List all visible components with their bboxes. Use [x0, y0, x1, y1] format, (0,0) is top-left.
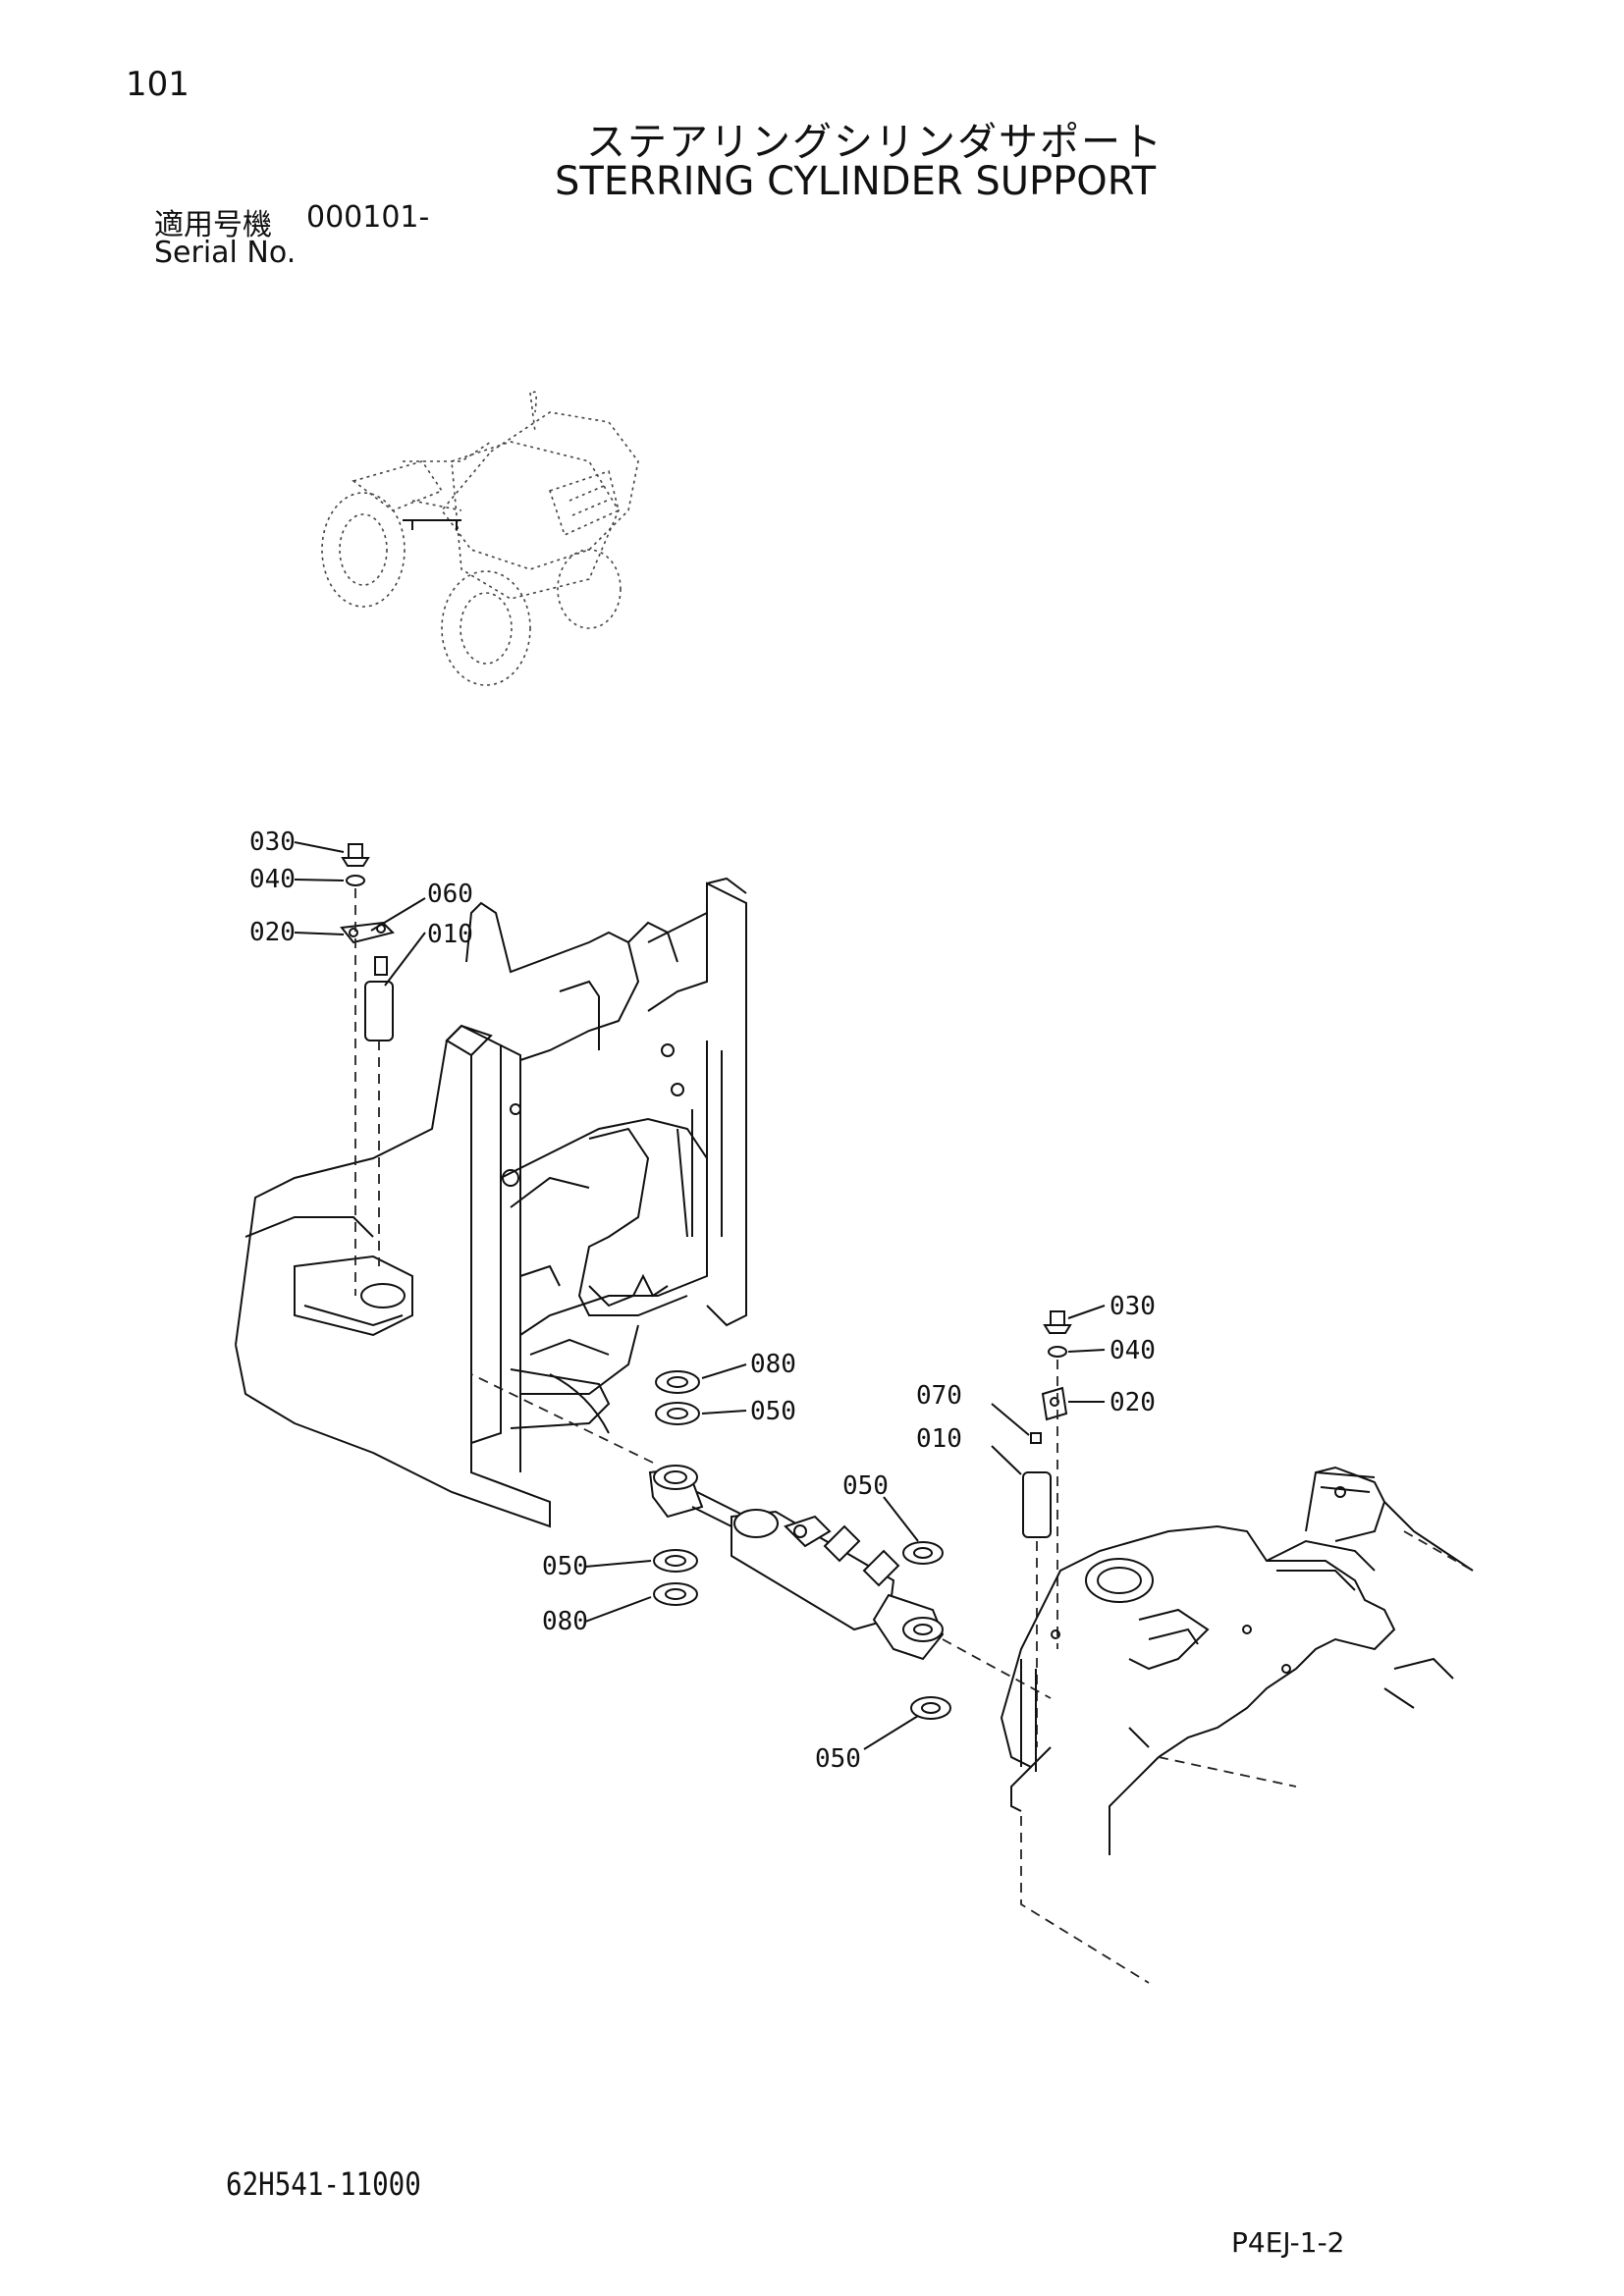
- steering-cylinder: [470, 1373, 1052, 1699]
- callout-label: 070: [916, 1381, 962, 1411]
- machine-overview-illustration: [321, 391, 639, 686]
- callout-label: 050: [842, 1471, 889, 1501]
- callout-label: 080: [750, 1350, 796, 1379]
- page-title-japanese: ステアリングシリンダサポート: [586, 120, 1164, 165]
- callout-label: 050: [750, 1397, 796, 1426]
- callout-label: 020: [249, 918, 296, 947]
- callout-label: 020: [1110, 1388, 1156, 1417]
- callout-label: 010: [427, 920, 473, 949]
- leader-lines: [294, 841, 1106, 1750]
- callout-label: 060: [427, 880, 473, 909]
- right-pin-assembly: [1022, 1310, 1072, 1747]
- callout-label: 040: [1110, 1336, 1156, 1365]
- callout-label: 030: [249, 828, 296, 857]
- callout-label: 040: [249, 865, 296, 894]
- page-code: P4EJ-1-2: [1231, 2226, 1345, 2259]
- serial-value: 000101-: [306, 200, 430, 235]
- callout-label: 080: [542, 1607, 588, 1636]
- front-frame-illustration: [1000, 1466, 1474, 1984]
- callout-label: 050: [542, 1552, 588, 1581]
- callout-label: 030: [1110, 1292, 1156, 1321]
- main-frame-illustration: [235, 877, 747, 1528]
- page-title-english: STERRING CYLINDER SUPPORT: [555, 159, 1157, 204]
- serial-label-english: Serial No.: [154, 236, 297, 270]
- callout-labels: 030 040 060 020 010 030 040 080 050 070 …: [249, 828, 1156, 1774]
- drawing-number: 62H541-11000: [226, 2165, 421, 2203]
- left-pin-assembly: [340, 843, 395, 1296]
- callout-label: 010: [916, 1424, 962, 1454]
- washers: [653, 1370, 951, 1720]
- serial-label-japanese: 適用号機: [154, 208, 272, 242]
- callout-label: 050: [815, 1744, 861, 1774]
- page-number: 101: [126, 65, 189, 104]
